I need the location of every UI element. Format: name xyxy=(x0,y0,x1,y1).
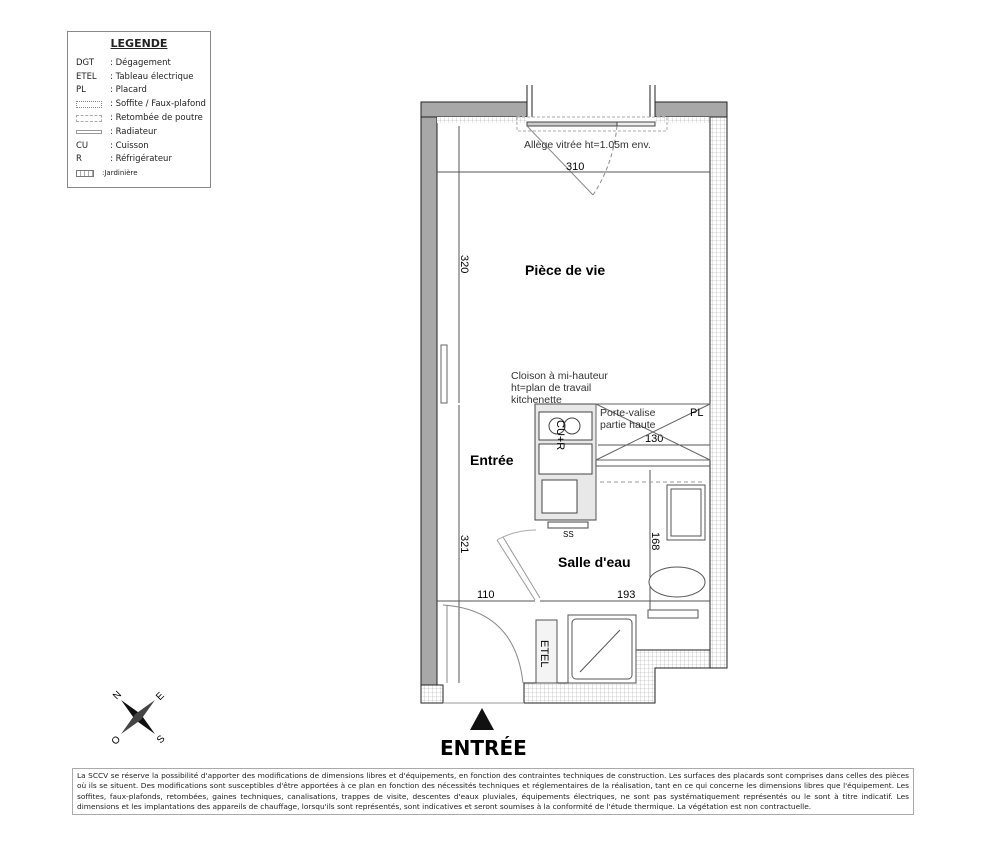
disclaimer: La SCCV se réserve la possibilité d'appo… xyxy=(72,768,914,816)
dim-entry-width: 110 xyxy=(477,589,495,601)
entrance-arrow-icon xyxy=(470,708,494,730)
room-entry: Entrée xyxy=(470,452,514,468)
legend-label: : Soffite / Faux-plafond xyxy=(110,99,206,110)
legend-label: : Réfrigérateur xyxy=(110,154,172,165)
legend-title: LEGENDE xyxy=(110,37,168,50)
jardiniere-symbol-icon xyxy=(76,169,94,177)
legend: LEGENDE DGT : Dégagement ETEL : Tableau él… xyxy=(67,31,211,188)
window-note: Allège vitrée ht=1.05m env. xyxy=(524,139,651,151)
dim-entry-height: 321 xyxy=(458,535,470,553)
partition-note-1: Cloison à mi-hauteur xyxy=(511,370,608,382)
kitchen-label: CU+R xyxy=(554,420,566,450)
dim-living-height: 320 xyxy=(458,255,470,273)
partition-note-2: ht=plan de travail xyxy=(511,382,591,394)
dim-living-width: 310 xyxy=(566,161,584,173)
pl-label: PL xyxy=(690,407,703,419)
etel-label: ETEL xyxy=(538,640,550,668)
dim-bath-height: 168 xyxy=(649,532,661,550)
legend-label: : Dégagement xyxy=(110,57,171,68)
legend-label: : Placard xyxy=(110,85,147,96)
compass-south: S xyxy=(155,733,168,746)
compass-icon: N E S O xyxy=(110,689,168,747)
legend-item: : Radiateur xyxy=(68,125,210,139)
ss-label: SS xyxy=(563,530,574,539)
legend-label: :Jardinière xyxy=(102,169,138,178)
legend-label: : Radiateur xyxy=(110,126,157,137)
legend-item: : Soffite / Faux-plafond xyxy=(68,97,210,111)
retombee-symbol-icon xyxy=(76,114,102,122)
placard xyxy=(595,403,711,461)
legend-item: :Jardinière xyxy=(68,166,210,180)
entrance-label: ENTRÉE xyxy=(440,736,527,760)
legend-code: CU xyxy=(76,140,89,151)
legend-code: R xyxy=(76,154,82,165)
radiator xyxy=(440,344,448,404)
legend-item: CU : Cuisson xyxy=(68,139,210,153)
legend-code: ETEL xyxy=(76,71,97,82)
window-bay xyxy=(526,85,656,117)
soffite-symbol-icon xyxy=(76,100,102,108)
pl-note-1: Porte-valise xyxy=(600,407,656,419)
partition-note-3: kitchenette xyxy=(511,394,562,406)
dim-pl-width: 130 xyxy=(645,433,663,445)
compass-north: N xyxy=(111,689,124,702)
legend-code: DGT xyxy=(76,57,95,68)
legend-label: : Retombée de poutre xyxy=(110,113,203,124)
legend-item: : Retombée de poutre xyxy=(68,111,210,125)
legend-item: PL : Placard xyxy=(68,84,210,98)
legend-item: R : Réfrigérateur xyxy=(68,153,210,167)
walls xyxy=(420,101,728,704)
room-living: Pièce de vie xyxy=(525,262,605,278)
radiator-symbol-icon xyxy=(76,129,102,134)
legend-item: DGT : Dégagement xyxy=(68,56,210,70)
dimension-lines xyxy=(437,126,710,683)
room-bathroom: Salle d'eau xyxy=(558,554,631,570)
dim-bath-width: 193 xyxy=(617,589,635,601)
legend-item: ETEL : Tableau électrique xyxy=(68,70,210,84)
bathroom-fixtures xyxy=(535,465,710,684)
compass-west: O xyxy=(110,734,123,747)
legend-label: : Cuisson xyxy=(110,140,149,151)
legend-label: : Tableau électrique xyxy=(110,71,194,82)
compass-east: E xyxy=(154,690,167,703)
window xyxy=(516,116,668,196)
legend-code: PL xyxy=(76,85,86,96)
pl-note-2: partie haute xyxy=(600,419,656,431)
kitchenette xyxy=(534,403,597,529)
entrance-door xyxy=(442,529,541,684)
